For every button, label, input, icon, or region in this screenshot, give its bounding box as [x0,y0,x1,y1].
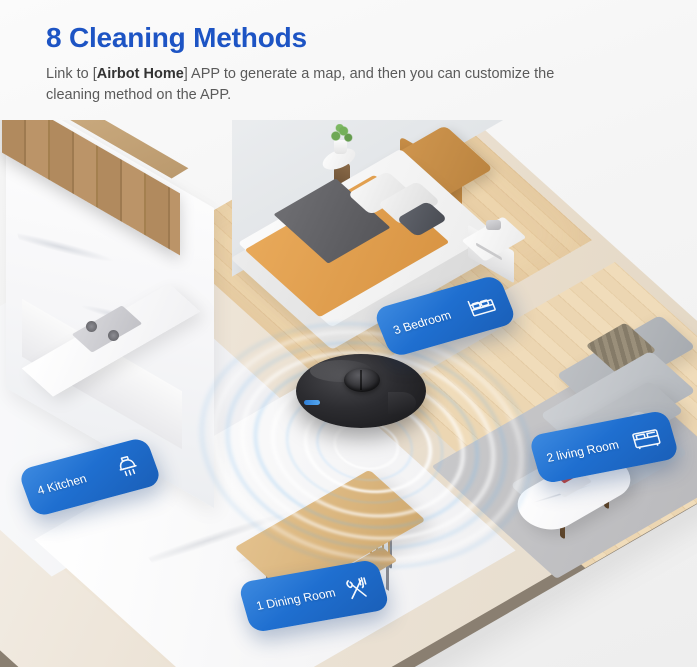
room-badge-kitchen[interactable]: 4 Kitchen [17,436,163,518]
subtitle-prefix: Link to [ [46,66,97,82]
sofa-icon [628,423,665,454]
page-title: 8 Cleaning Methods [46,22,307,53]
robot-vacuum [296,348,426,436]
stove-burner [86,321,97,332]
subtitle-suffix: ] APP to generate a map, and then you ca… [46,66,555,104]
room-badge-dining[interactable]: 1 Dining Room [237,558,391,634]
room-badge-bedroom[interactable]: 3 Bedroom [372,273,518,359]
robot-bumper [388,392,416,414]
lidar-turret-icon [344,368,380,392]
room-badge-label: 1 Dining Room [254,585,338,613]
potted-plant [328,124,354,144]
robot-sensor-icon [304,400,320,405]
header-block: 8 Cleaning Methods Link to [Airbot Home]… [46,22,566,106]
bed-icon [462,289,501,321]
stove-burner [108,330,119,341]
room-badge-living-room[interactable]: 2 living Room [528,409,680,485]
isometric-home-scene: 1 Dining Room 2 living Room [0,120,697,667]
nightstand-clock [486,220,501,230]
room-badge-label: 2 living Room [544,437,621,465]
room-badge-label: 3 Bedroom [391,307,454,338]
room-badge-label: 4 Kitchen [35,471,89,498]
fork-spoon-icon [338,573,375,603]
range-hood-icon [109,451,147,483]
brand-name: Airbot Home [96,66,184,82]
page-subtitle: Link to [Airbot Home] APP to generate a … [46,64,566,106]
chair-leg [386,563,389,591]
